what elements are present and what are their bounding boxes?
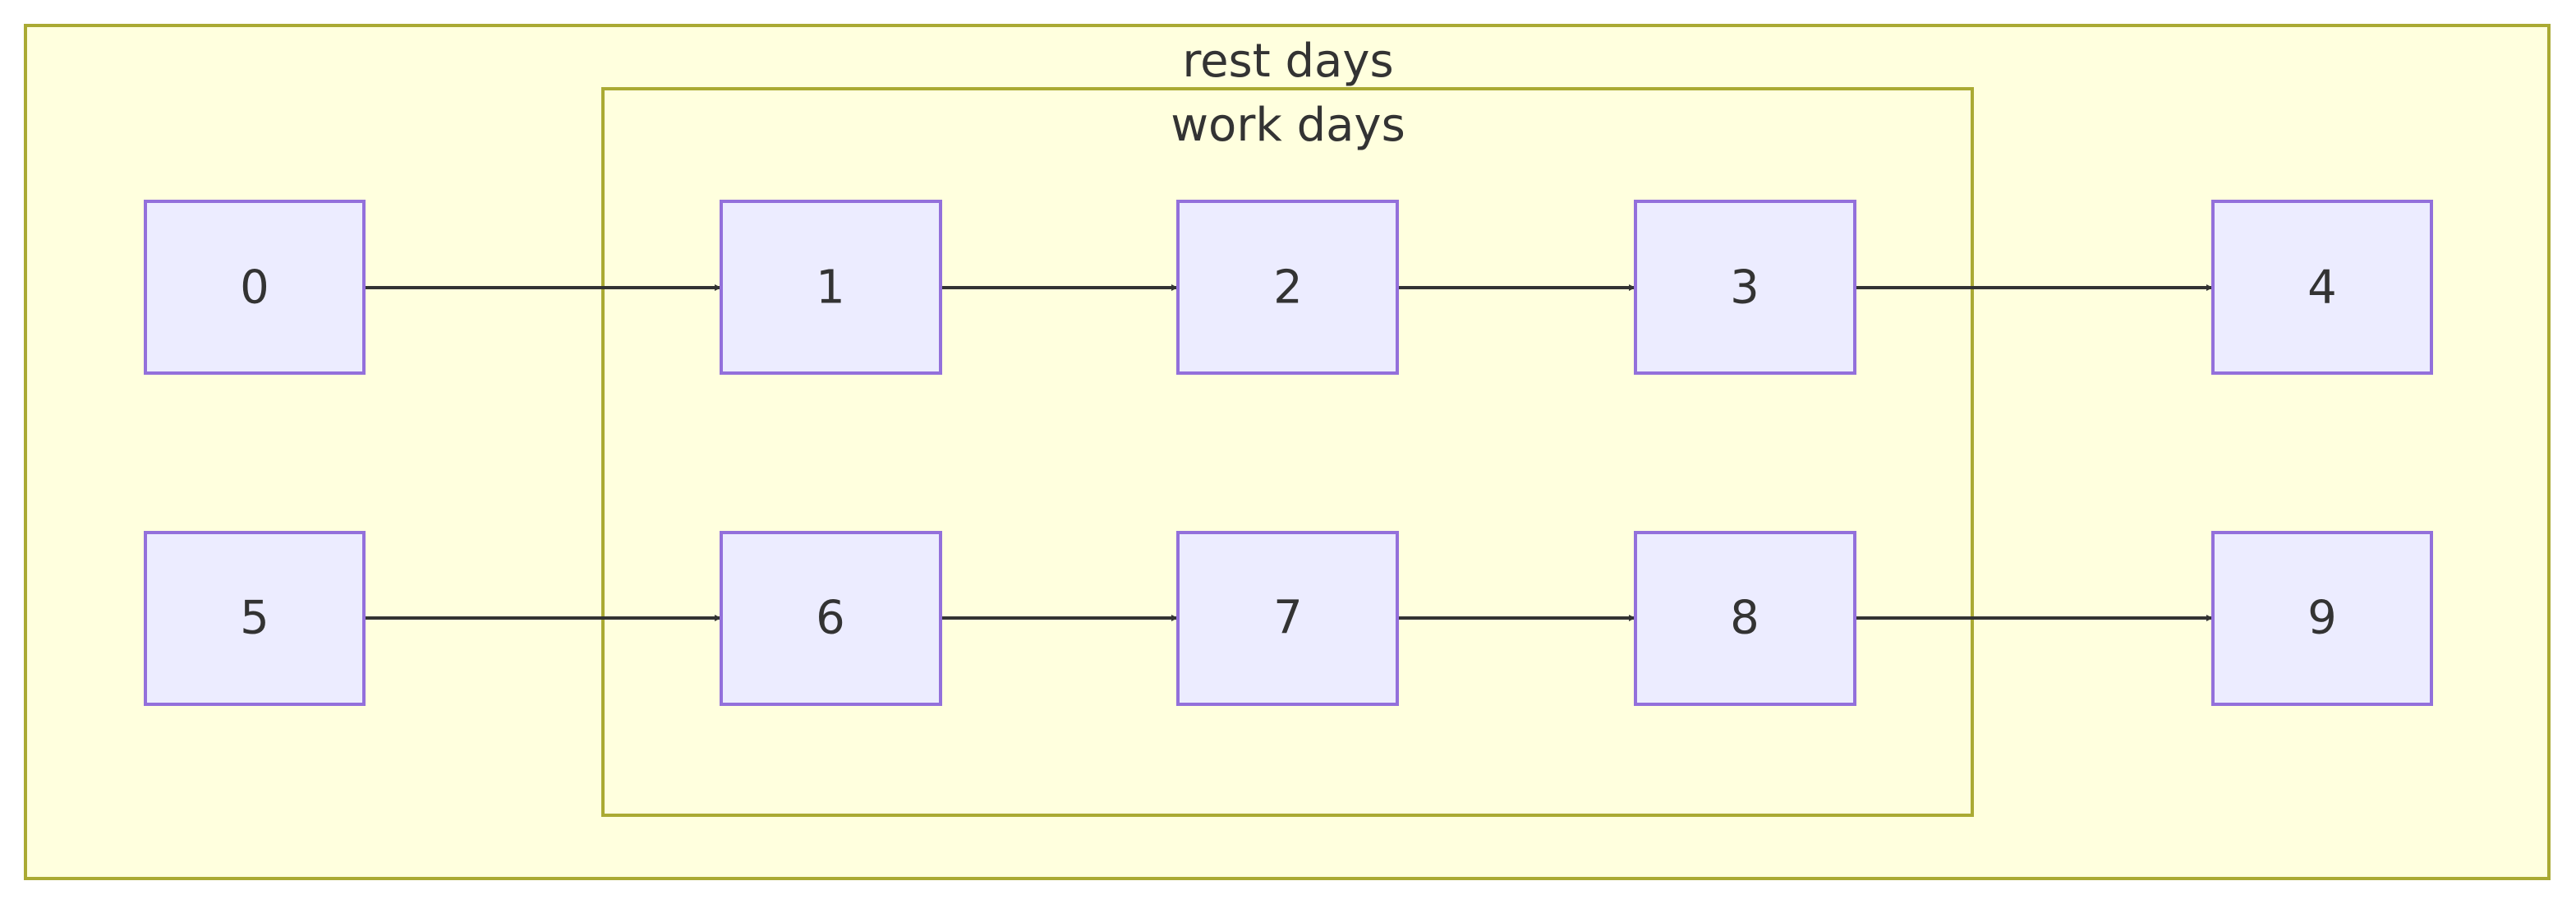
node-5-box: [144, 531, 366, 706]
node-1: 1: [720, 200, 942, 375]
node-6-box: [720, 531, 942, 706]
node-3-label: 3: [1730, 261, 1760, 315]
node-9-label: 9: [2307, 592, 2337, 645]
node-9-box: [2211, 531, 2433, 706]
node-7: 7: [1176, 531, 1399, 706]
node-0: 0: [144, 200, 366, 375]
node-8: 8: [1634, 531, 1856, 706]
node-4-box: [2211, 200, 2433, 375]
node-1-label: 1: [816, 261, 845, 315]
node-8-box: [1634, 531, 1856, 706]
cluster-work-days-label: work days: [1171, 99, 1405, 152]
node-9: 9: [2211, 531, 2433, 706]
node-5-label: 5: [240, 592, 269, 645]
node-2-label: 2: [1273, 261, 1303, 315]
node-6: 6: [720, 531, 942, 706]
cluster-work-days-box: [601, 87, 1974, 817]
cluster-work-days: work days: [601, 87, 1974, 817]
node-1-box: [720, 200, 942, 375]
node-4-label: 4: [2307, 261, 2337, 315]
node-3-box: [1634, 200, 1856, 375]
node-8-label: 8: [1730, 592, 1760, 645]
node-6-label: 6: [816, 592, 845, 645]
node-4: 4: [2211, 200, 2433, 375]
node-5: 5: [144, 531, 366, 706]
node-7-label: 7: [1273, 592, 1303, 645]
edges: [364, 284, 2213, 621]
node-2: 2: [1176, 200, 1399, 375]
node-2-box: [1176, 200, 1399, 375]
node-0-label: 0: [240, 261, 269, 315]
node-3: 3: [1634, 200, 1856, 375]
node-7-box: [1176, 531, 1399, 706]
node-0-box: [144, 200, 366, 375]
cluster-rest-days-label: rest days: [1182, 35, 1393, 88]
